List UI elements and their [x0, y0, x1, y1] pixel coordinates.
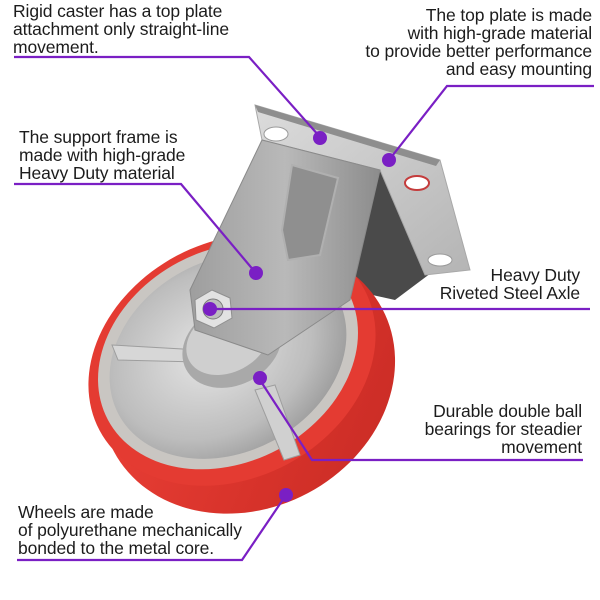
callout-line: movement — [501, 437, 582, 457]
callout-line: movement. — [13, 37, 99, 57]
callout-line: to provide better performance — [365, 41, 592, 61]
callout-line: made with high-grade — [19, 145, 186, 165]
callout-line: Wheels are made — [18, 502, 154, 522]
callout-line: Rigid caster has a top plate — [13, 1, 223, 21]
callout-bearings: Durable double ball bearings for steadie… — [424, 401, 583, 457]
callout-dot-icon — [382, 153, 396, 167]
mount-hole-icon — [263, 126, 289, 142]
callout-dot-icon — [313, 131, 327, 145]
leader-line-rigid-caster — [14, 55, 321, 138]
mount-hole-icon — [404, 175, 430, 191]
callout-support-frame: The support frame is made with high-grad… — [19, 128, 185, 182]
callout-dot-icon — [253, 371, 267, 385]
mount-hole-icon — [427, 253, 453, 267]
callout-line: Heavy Duty material — [19, 163, 175, 183]
callout-rigid-caster: Rigid caster has a top plate attachment … — [13, 2, 229, 56]
callout-line: attachment only straight-line — [13, 19, 229, 39]
callout-line: The top plate is made — [425, 5, 592, 25]
callout-line: and easy mounting — [445, 59, 592, 79]
callout-line: bearings for steadier — [424, 419, 583, 439]
leader-line-bearings — [257, 376, 583, 462]
callout-dot-icon — [203, 302, 217, 316]
callout-top-plate: The top plate is made with high-grade ma… — [365, 6, 592, 78]
leader-line-top-plate — [388, 84, 594, 161]
callout-line: Riveted Steel Axle — [439, 283, 580, 303]
leader-lines — [14, 55, 594, 562]
callout-line: Heavy Duty — [490, 265, 581, 285]
callout-line: with high-grade material — [407, 23, 592, 43]
top-plate — [254, 104, 471, 276]
callout-wheels: Wheels are made of polyurethane mechanic… — [18, 503, 242, 557]
callout-line: The support frame is — [19, 127, 178, 147]
leader-line-wheels — [17, 494, 287, 562]
callout-line: bonded to the metal core. — [18, 538, 214, 558]
callout-line: Durable double ball — [433, 401, 582, 421]
callout-axle: Heavy Duty Riveted Steel Axle — [440, 266, 580, 302]
callout-dot-icon — [279, 488, 293, 502]
callout-dot-icon — [249, 266, 263, 280]
leader-line-support-frame — [14, 182, 256, 273]
support-frame — [189, 139, 381, 356]
callout-line: of polyurethane mechanically — [18, 520, 242, 540]
